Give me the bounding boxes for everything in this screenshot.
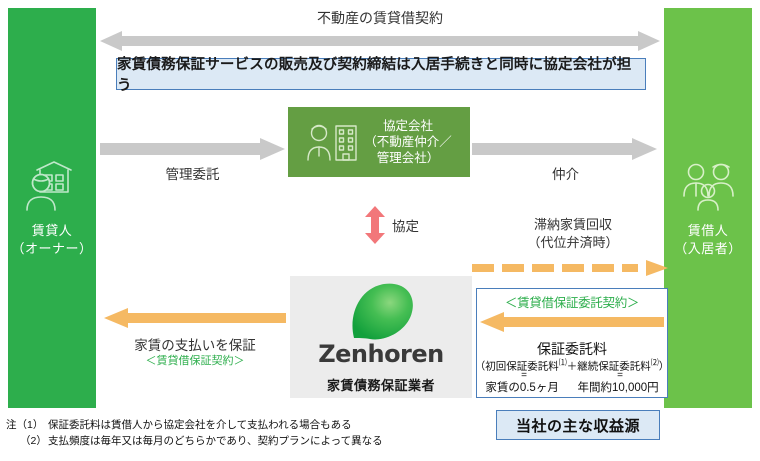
owner-label-line1: 賃貸人 [31, 223, 73, 239]
label-arrears-recovery: 滞納家賃回収 （代位弁済時） [478, 216, 668, 252]
partner-title: 協定会社 [382, 118, 433, 133]
owner-label-line2: （オーナー） [11, 241, 93, 256]
arrears-line1: 滞納家賃回収 [533, 217, 612, 232]
arrow-arrears-recovery-dashed [472, 260, 668, 276]
zenhoren-panel: Zenhoren 家賃債務保証業者 [290, 276, 472, 398]
label-management-entrust: 管理委託 [165, 167, 220, 182]
fee-formula-plus: ＋継続保証委託料 [566, 360, 651, 373]
owner-house-person-icon [26, 161, 72, 212]
fee-formula-prefix: （初回保証委託料 [474, 360, 559, 373]
fee-box [476, 288, 668, 398]
label-rent-payment-guarantee: 家賃の支払いを保証 [134, 338, 256, 353]
tenant-label-line2: （入居者） [674, 241, 742, 256]
label-agreement: 協定 [392, 219, 419, 234]
footnote-1-text: 保証委託料は賃借人から協定会社を介して支払われる場合もある [48, 419, 352, 431]
fee-box-title: ＜賃貸借保証委託契約＞ [504, 296, 640, 310]
footnote-2: （2） 支払頻度は毎年又は毎月のどちらかであり、契約プランによって異なる [6, 434, 383, 450]
fee-formula-suffix: ） [658, 360, 670, 373]
pillar-tenant: 賃借人 （入居者） [664, 8, 752, 408]
arrow-rent-payment-guarantee [104, 308, 286, 328]
label-brokerage: 仲介 [552, 167, 579, 182]
zenhoren-subtitle: 家賃債務保証業者 [326, 378, 435, 393]
footnote-2-text: 支払頻度は毎年又は毎月のどちらかであり、契約プランによって異なる [48, 434, 383, 447]
fee-values-row: 家賃の0.5ヶ月 年間約10,000円 [476, 379, 668, 395]
fee-formula-note2: ⑵ [650, 358, 659, 367]
pillar-owner: 賃貸人 （オーナー） [8, 8, 96, 408]
fee-value-renewal: 年間約10,000円 [577, 382, 659, 394]
pillar-tenant-label: 賃借人 （入居者） [674, 222, 742, 257]
revenue-source-box: 当社の主な収益源 [496, 410, 660, 440]
footnote-1-mark: （1） [16, 419, 44, 431]
fee-main-label: 保証委託料 [537, 341, 607, 357]
partner-company-box: 協定会社 （不動産仲介／ 管理会社） [288, 107, 470, 177]
arrow-brokerage [472, 138, 657, 160]
fee-equals-1: = [521, 370, 527, 381]
footnote-prefix: 注（1） [6, 419, 44, 431]
arrow-agreement-vertical [365, 206, 385, 244]
banner-guarantee-service: 家賃債務保証サービスの販売及び契約締結は入居手続きと同時に協定会社が担う [116, 57, 646, 94]
agent-building-icon [307, 124, 357, 161]
pillar-owner-label: 賃貸人 （オーナー） [11, 222, 92, 257]
zenhoren-wordmark: Zenhoren [318, 340, 444, 368]
partner-sub1: （不動産仲介／ [364, 134, 452, 149]
arrears-line2: （代位弁済時） [527, 235, 619, 251]
arrow-management-entrust [100, 138, 285, 160]
footnotes: 注（1） 保証委託料は賃借人から協定会社を介して支払われる場合もある （2） 支… [6, 418, 383, 450]
arrow-guarantee-fee-payment [480, 312, 664, 332]
tenant-family-icon [683, 164, 734, 212]
footnote-1: 注（1） 保証委託料は賃借人から協定会社を介して支払われる場合もある [6, 418, 383, 434]
partner-sub2: 管理会社） [376, 151, 440, 166]
fee-formula-note1: ⑴ [558, 358, 567, 367]
fee-formula: （初回保証委託料⑴＋継続保証委託料⑵） [472, 357, 672, 374]
footnote-2-mark: （2） [20, 434, 47, 447]
tenant-label-line1: 賃借人 [687, 223, 729, 239]
fee-value-initial: 家賃の0.5ヶ月 [485, 382, 559, 394]
label-rent-payment-guarantee-sub: ＜賃貸借保証契約＞ [145, 355, 245, 367]
fee-equals-2: = [617, 370, 623, 381]
zenhoren-leaf-logo [352, 283, 413, 340]
top-contract-label: 不動産の賃貸借契約 [317, 10, 443, 26]
double-headed-arrow-lease-contract [100, 31, 660, 51]
partner-company-label: 協定会社 （不動産仲介／ 管理会社） [364, 118, 452, 167]
fee-equals-row: = = [476, 370, 668, 381]
